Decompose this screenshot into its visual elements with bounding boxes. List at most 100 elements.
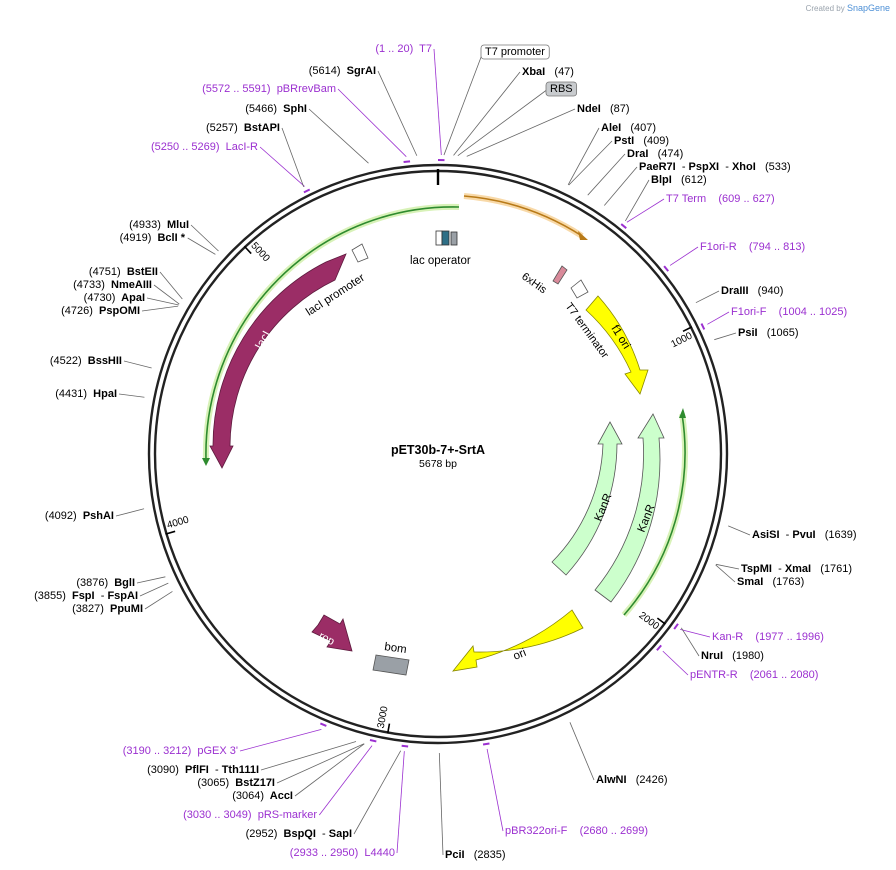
site-label-BclI: (4919) BclI *	[120, 232, 186, 244]
site-label-part: PspOMI	[93, 305, 140, 317]
leader-line	[443, 51, 484, 156]
ruler-tick	[682, 326, 693, 333]
site-label-KanR_primer: Kan-R (1977 .. 1996)	[712, 631, 824, 643]
leader-line	[728, 525, 751, 536]
site-label-part: (5257)	[206, 122, 238, 134]
primer-mark	[319, 722, 327, 727]
site-marks	[303, 159, 706, 748]
credit-brand: SnapGene	[846, 3, 890, 13]
site-label-part: BstZ17I	[229, 777, 275, 789]
site-label-part: (1004 .. 1025)	[766, 306, 847, 318]
leader-line	[319, 745, 373, 816]
ruler-tick-label: 5000	[248, 240, 272, 264]
ruler-tick-label: 3000	[376, 705, 391, 729]
leader-line	[136, 576, 166, 584]
orf-arc-top	[202, 203, 460, 466]
site-label-RBS: RBS	[550, 83, 573, 95]
site-label-part: -	[95, 590, 108, 602]
leader-line	[662, 650, 689, 676]
site-label-part: BssHII	[82, 355, 122, 367]
site-label-part: -	[676, 161, 689, 173]
site-label-part: (3190 .. 3212)	[123, 745, 192, 757]
site-label-part: MluI	[161, 219, 189, 231]
site-label-part: AlwNI	[596, 774, 627, 786]
leader-line	[159, 271, 183, 300]
site-label-BssHII: (4522) BssHII	[50, 355, 122, 367]
leader-line	[153, 284, 180, 305]
leader-line	[625, 179, 650, 222]
site-label-part: (407)	[621, 122, 656, 134]
site-label-part: PciI	[445, 849, 465, 861]
site-label-part: (5466)	[245, 103, 277, 115]
site-label-part: (3030 .. 3049)	[183, 809, 252, 821]
leader-line	[486, 748, 504, 832]
leader-line	[438, 752, 444, 856]
plasmid-name: pET30b-7+-SrtA	[391, 443, 485, 457]
site-label-HpaI: (4431) HpaI	[55, 388, 117, 400]
site-label-part: (4730)	[84, 292, 116, 304]
ruler-tick-label: 4000	[166, 514, 191, 531]
leader-line	[118, 393, 145, 398]
leader-line	[139, 582, 169, 597]
site-label-BstZ17I: (3065) BstZ17I	[197, 777, 275, 789]
site-label-part: BlpI	[651, 174, 672, 186]
site-label-part: PsiI	[738, 327, 758, 339]
site-label-part: XhoI	[732, 161, 756, 173]
site-label-part: (2933 .. 2950)	[290, 847, 359, 859]
site-label-part: (3090)	[147, 764, 179, 776]
site-label-F1oriR: F1ori-R (794 .. 813)	[700, 241, 805, 253]
site-label-part: SphI	[277, 103, 307, 115]
leader-line	[569, 722, 595, 781]
ruler-tick	[165, 530, 176, 535]
site-label-ApaI: (4730) ApaI	[84, 292, 145, 304]
site-label-part: (1065)	[758, 327, 799, 339]
site-label-box	[480, 44, 550, 60]
primer-mark	[369, 739, 377, 743]
site-label-PaeR7I: PaeR7I - PspXI - XhoI (533)	[639, 161, 791, 173]
site-label-part: L4440	[358, 847, 395, 859]
site-label-XbaI: XbaI (47)	[522, 66, 574, 78]
site-label-part: PvuI	[792, 529, 815, 541]
site-label-AsiSI: AsiSI - PvuI (1639)	[752, 529, 857, 541]
site-label-SmaI: SmaI (1763)	[737, 576, 804, 588]
site-label-pBRrevBam: (5572 .. 5591) pBRrevBam	[202, 83, 336, 95]
primer-mark	[303, 188, 311, 194]
leader-line	[715, 564, 736, 583]
site-label-T7Term: T7 Term (609 .. 627)	[666, 193, 775, 205]
site-label-part: (4726)	[61, 305, 93, 317]
leader-line	[433, 48, 442, 156]
feature-rop: rop	[311, 614, 353, 652]
site-label-part: -	[780, 529, 793, 541]
primer-mark	[700, 323, 706, 330]
site-label-part: PaeR7I	[639, 161, 676, 173]
leader-line	[144, 591, 173, 610]
leader-line	[626, 198, 665, 223]
site-label-part: (1763)	[763, 576, 804, 588]
feature-bom-label: bom	[384, 641, 408, 656]
leader-line	[453, 71, 521, 156]
site-label-BstAPI: (5257) BstAPI	[206, 122, 280, 134]
leader-line	[259, 146, 305, 187]
site-label-part: XbaI	[522, 66, 545, 78]
ruler-tick-label: 2000	[637, 610, 662, 632]
site-label-LacIR: (5250 .. 5269) LacI-R	[151, 141, 258, 153]
site-label-part: ApaI	[115, 292, 145, 304]
site-label-part: T7 Term	[666, 193, 706, 205]
site-label-part: PstI	[614, 135, 634, 147]
site-label-part: AleI	[601, 122, 621, 134]
site-label-part: (1639)	[816, 529, 857, 541]
feature-lacI: lacI	[209, 253, 347, 469]
site-label-BlpI: BlpI (612)	[651, 174, 707, 186]
site-label-part: PspXI	[689, 161, 720, 173]
primer-mark	[620, 223, 627, 229]
primer-mark	[656, 644, 662, 651]
features: lacI lacI promoter lac operator 6xHis T7…	[202, 193, 689, 676]
site-label-part: (3855)	[34, 590, 66, 602]
site-label-part: (4522)	[50, 355, 82, 367]
site-label-part: PpuMI	[104, 603, 143, 615]
ruler-tick	[386, 723, 391, 734]
ruler-tick	[656, 617, 666, 625]
site-label-part: (1761)	[811, 563, 852, 575]
primer-mark	[673, 623, 679, 630]
site-label-part: LacI-R	[219, 141, 258, 153]
